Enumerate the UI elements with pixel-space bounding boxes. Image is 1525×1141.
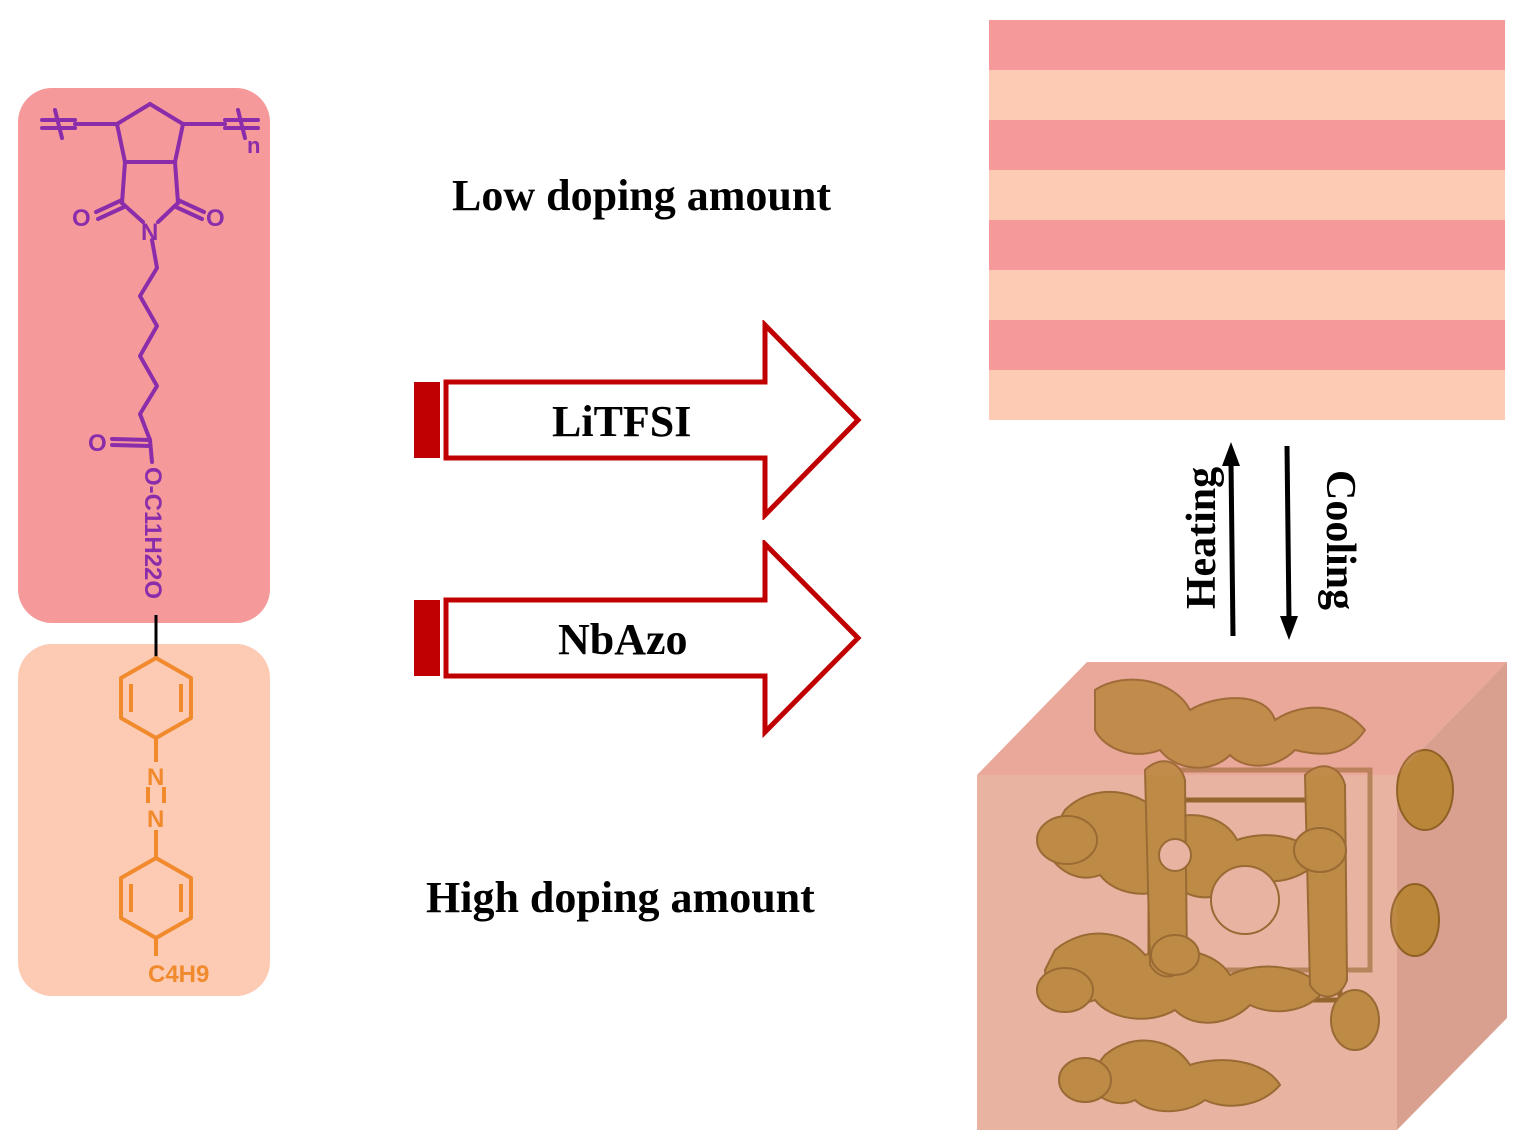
heating-arrow <box>1222 442 1240 637</box>
nbazo-label: NbAzo <box>558 615 688 664</box>
nbazo-arrow <box>414 540 862 739</box>
litfsi-arrow <box>414 320 862 520</box>
cooling-arrow <box>1280 445 1298 640</box>
mesogen-block <box>18 644 270 996</box>
butyl-tail: C4H9 <box>148 961 209 988</box>
heating-label: Heating <box>1179 466 1225 610</box>
ester-o: O <box>88 430 107 457</box>
polymer-block <box>18 88 270 623</box>
high-doping-label: High doping amount <box>426 873 815 922</box>
low-doping-label: Low doping amount <box>452 171 832 220</box>
carbonyl-o-right: O <box>206 205 225 232</box>
cooling-label: Cooling <box>1317 469 1363 611</box>
lamellar-phase <box>989 20 1505 420</box>
repeat-n: n <box>247 133 260 158</box>
gyroid-cube <box>977 662 1507 1130</box>
monomer-structure: O O N n O O-C11H22O N N C4H9 <box>40 102 260 988</box>
litfsi-label: LiTFSI <box>552 397 692 446</box>
spacer-chain: O-C11H22O <box>139 467 166 599</box>
carbonyl-o-left: O <box>72 205 91 232</box>
azo-n2: N <box>147 806 164 833</box>
azo-n1: N <box>147 764 164 791</box>
imide-n: N <box>141 219 158 246</box>
